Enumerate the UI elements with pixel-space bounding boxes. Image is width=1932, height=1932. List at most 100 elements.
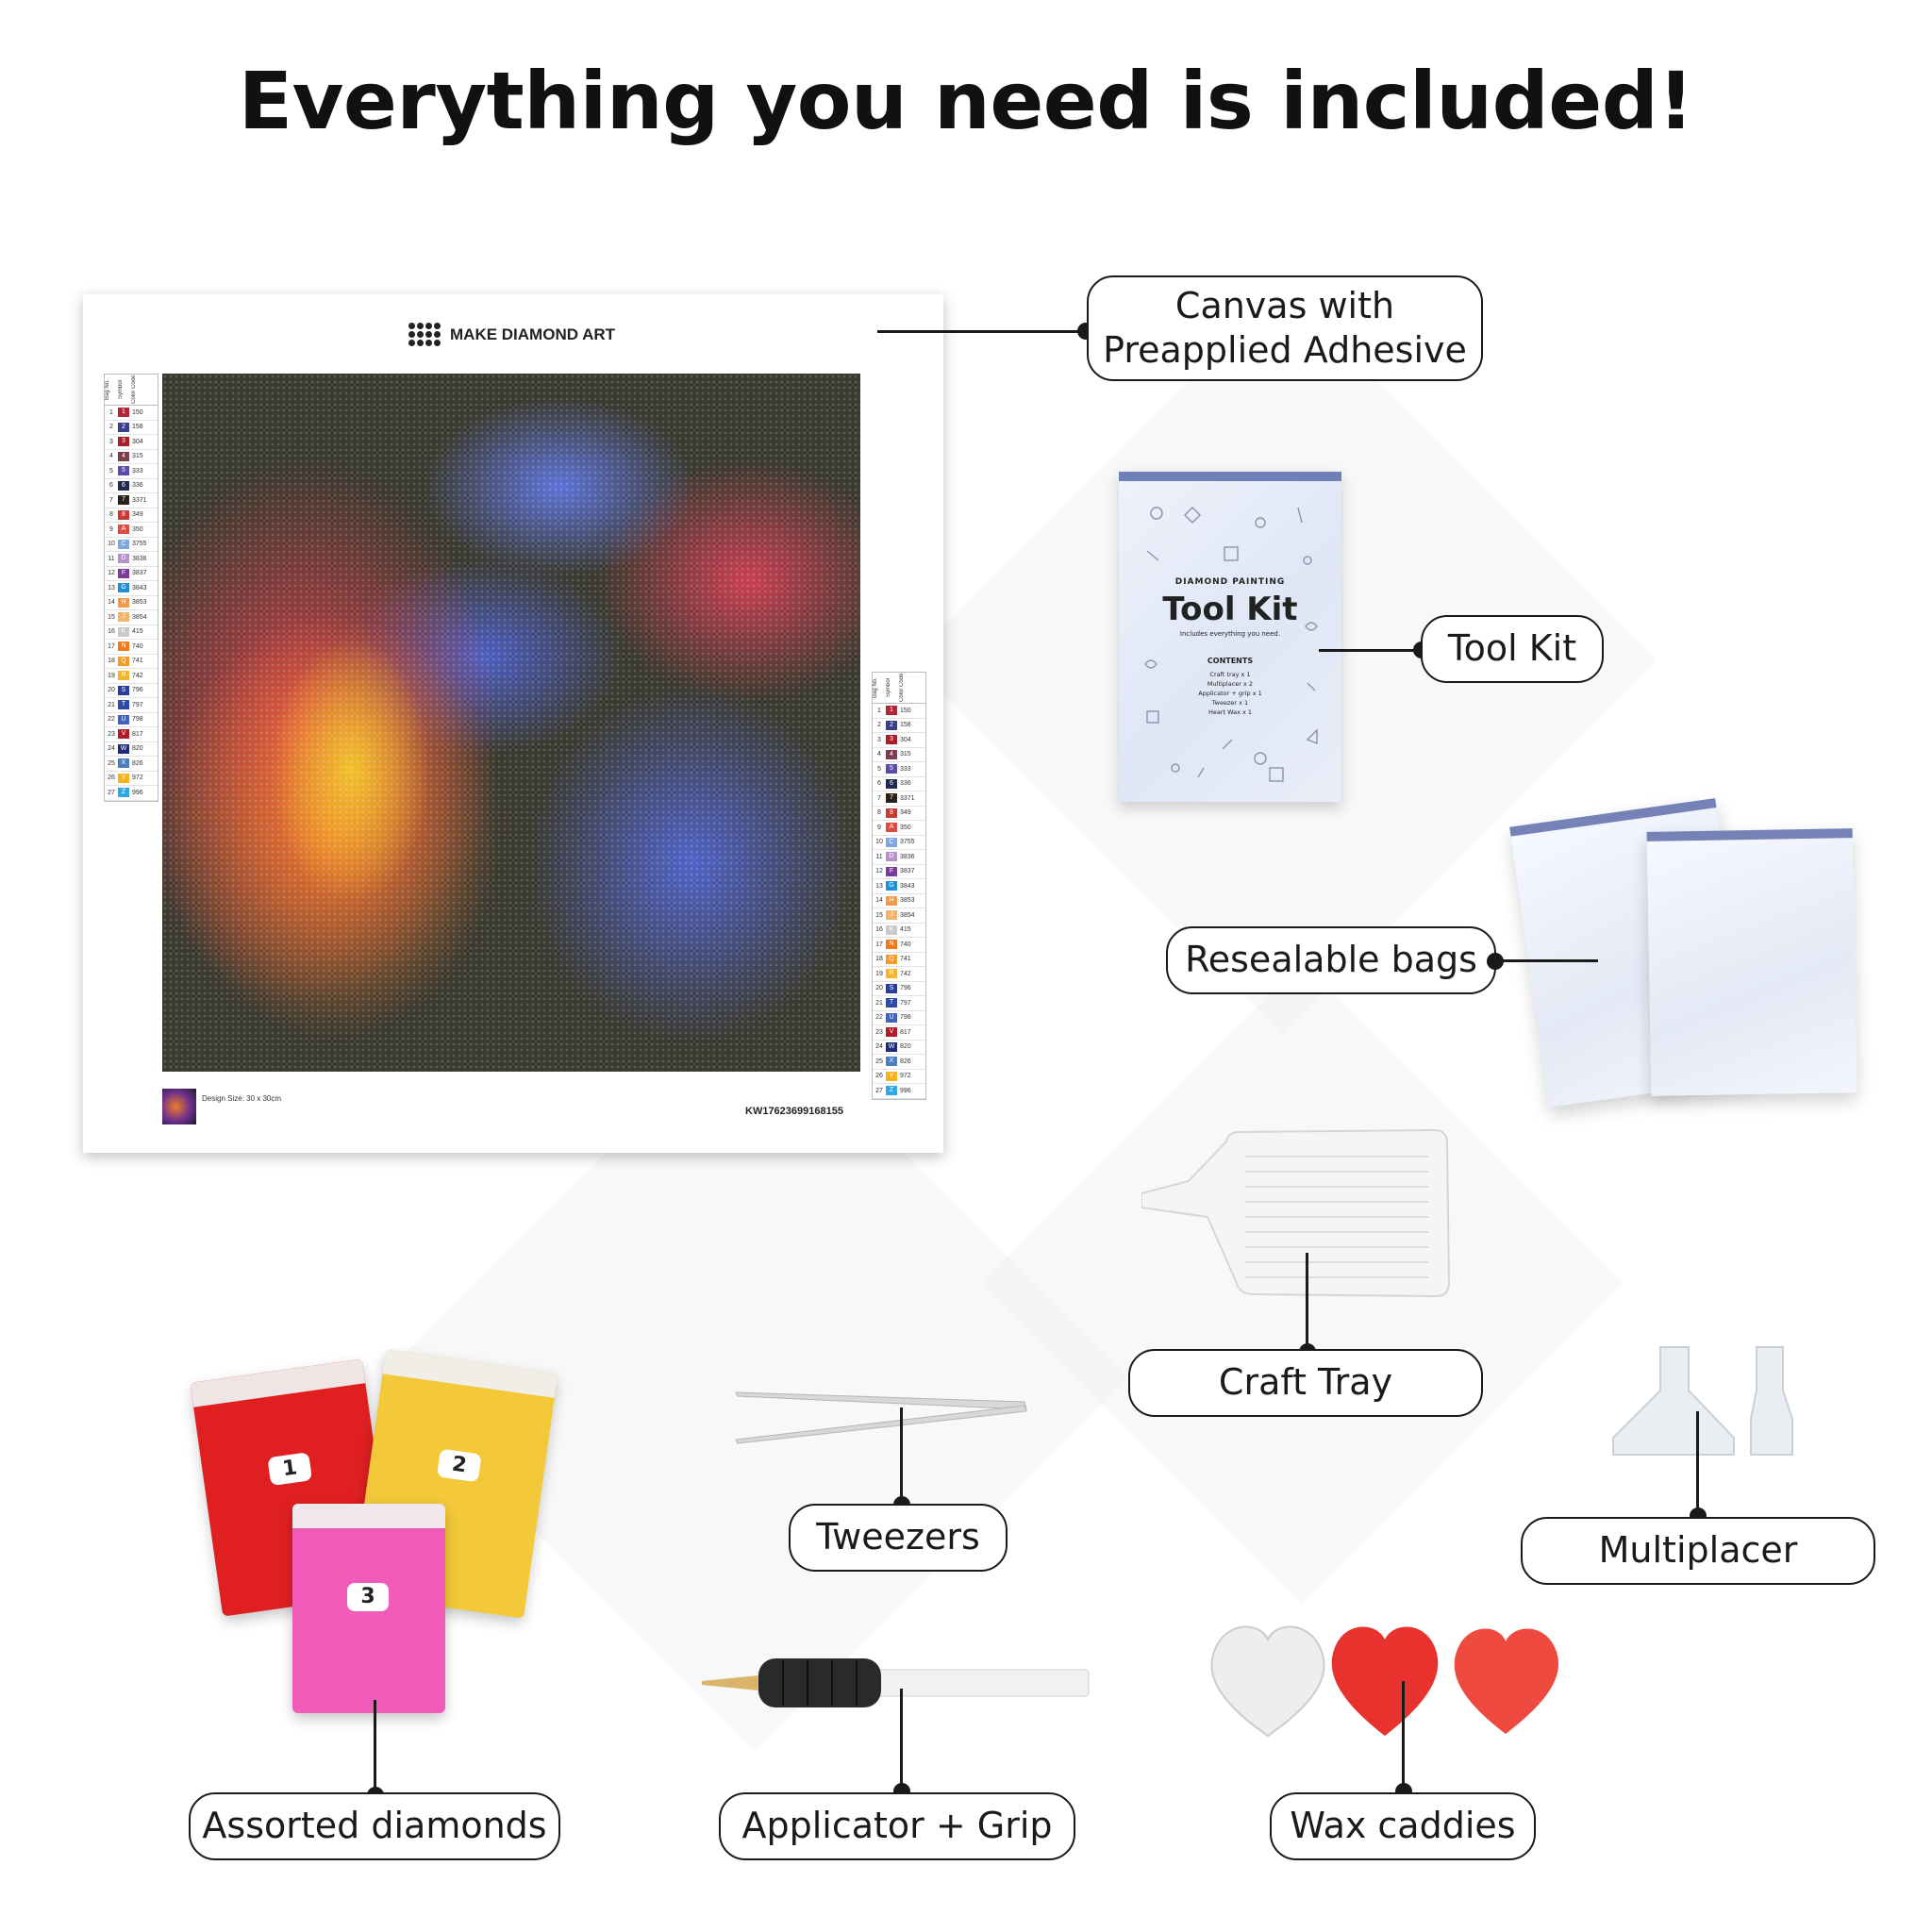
legend-symbol: X bbox=[886, 1057, 897, 1067]
legend-bag-number: 6 bbox=[109, 482, 113, 490]
label-wax-caddies: Wax caddies bbox=[1270, 1792, 1536, 1860]
legend-header-cell: Symbol bbox=[886, 678, 891, 698]
legend-bag-number: 22 bbox=[875, 1014, 883, 1022]
legend-symbol: R bbox=[118, 671, 129, 681]
connector-line bbox=[1402, 1681, 1405, 1789]
legend-color-code: 742 bbox=[900, 970, 911, 977]
legend-bag-number: 20 bbox=[875, 985, 883, 992]
legend-bag-number: 21 bbox=[108, 701, 115, 708]
legend-color-code: 3371 bbox=[900, 794, 915, 802]
legend-bag-number: 11 bbox=[108, 555, 115, 562]
legend-bag-number: 23 bbox=[875, 1028, 883, 1036]
label-applicator-grip: Applicator + Grip bbox=[719, 1792, 1075, 1860]
legend-symbol: K bbox=[886, 924, 897, 935]
legend-color-code: 740 bbox=[900, 941, 911, 948]
legend-header-cell: Color Code bbox=[899, 673, 905, 703]
legend-symbol: C bbox=[886, 837, 897, 847]
legend-bag-number: 20 bbox=[108, 687, 115, 694]
connector-line bbox=[1696, 1411, 1699, 1513]
tool-kit-subtitle: DIAMOND PAINTING bbox=[1174, 577, 1286, 587]
legend-bag-number: 22 bbox=[108, 716, 115, 724]
label-assorted-diamonds: Assorted diamonds bbox=[189, 1792, 560, 1860]
legend-color-code: 996 bbox=[132, 789, 143, 796]
label-canvas: Canvas with Preapplied Adhesive bbox=[1087, 275, 1483, 381]
legend-color-code: 349 bbox=[900, 809, 911, 817]
legend-bag-number: 19 bbox=[875, 970, 883, 977]
legend-color-code: 150 bbox=[900, 707, 911, 714]
connector-line bbox=[1319, 649, 1424, 652]
legend-symbol: 6 bbox=[886, 778, 897, 789]
tool-kit-contents-item: Craft tray x 1 bbox=[1209, 671, 1251, 678]
legend-symbol: G bbox=[886, 881, 897, 891]
diamond-bag-number: 1 bbox=[267, 1452, 313, 1487]
legend-color-code: 349 bbox=[132, 511, 143, 519]
legend-color-code: 740 bbox=[132, 642, 143, 650]
legend-bag-number: 14 bbox=[875, 897, 883, 905]
connector-line bbox=[1306, 1253, 1308, 1351]
brand-logo: MAKE DIAMOND ART bbox=[408, 323, 615, 346]
legend-bag-number: 19 bbox=[108, 672, 115, 679]
bag-zip-strip bbox=[1119, 472, 1341, 481]
legend-symbol: V bbox=[886, 1027, 897, 1038]
legend-symbol: Q bbox=[118, 656, 129, 666]
legend-symbol: K bbox=[118, 626, 129, 637]
connector-line bbox=[877, 330, 1085, 333]
legend-bag-number: 23 bbox=[108, 730, 115, 738]
legend-color-code: 826 bbox=[132, 759, 143, 767]
legend-bag-number: 2 bbox=[877, 722, 881, 729]
legend-bag-number: 1 bbox=[109, 408, 113, 416]
legend-bag-number: 15 bbox=[875, 911, 883, 919]
legend-color-code: 972 bbox=[900, 1073, 911, 1080]
resealable-bag-front bbox=[1646, 828, 1857, 1096]
legend-symbol: W bbox=[118, 743, 129, 754]
legend-symbol: 8 bbox=[886, 808, 897, 818]
legend-symbol: 4 bbox=[118, 451, 129, 461]
brand-name: MAKE DIAMOND ART bbox=[450, 325, 616, 343]
tool-kit-contents-item: Applicator + grip x 1 bbox=[1198, 690, 1262, 697]
legend-bag-number: 5 bbox=[109, 467, 113, 475]
legend-bag-number: 7 bbox=[109, 496, 113, 504]
label-tweezers: Tweezers bbox=[789, 1504, 1008, 1572]
legend-bag-number: 18 bbox=[108, 658, 115, 665]
legend-symbol: 4 bbox=[886, 749, 897, 759]
tool-kit-doodle-icons bbox=[1144, 507, 1318, 782]
legend-color-code: 3854 bbox=[900, 911, 915, 919]
legend-color-code: 158 bbox=[132, 424, 143, 431]
legend-color-code: 742 bbox=[132, 672, 143, 679]
legend-symbol: G bbox=[118, 583, 129, 593]
legend-color-code: 333 bbox=[132, 467, 143, 475]
legend-bag-number: 18 bbox=[875, 956, 883, 963]
legend-symbol: S bbox=[886, 983, 897, 993]
connector-line bbox=[374, 1700, 376, 1794]
legend-bag-number: 26 bbox=[108, 774, 115, 782]
legend-symbol: N bbox=[886, 940, 897, 950]
legend-bag-number: 21 bbox=[875, 999, 883, 1007]
legend-bag-number: 12 bbox=[875, 868, 883, 875]
brand-grid-icon bbox=[408, 323, 441, 346]
legend-bag-number: 24 bbox=[108, 745, 115, 753]
